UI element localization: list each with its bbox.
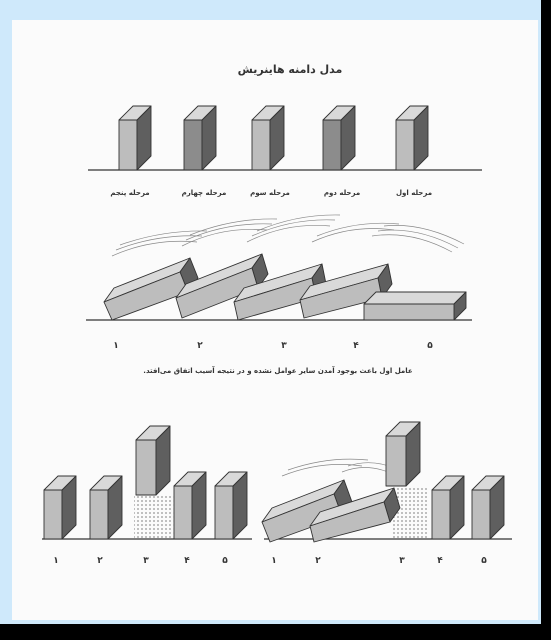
right-group-dominoes — [261, 421, 505, 543]
right-number-3: ۳ — [399, 556, 405, 566]
left-group-numbers: ۱ ۲ ۳ ۴ ۵ — [53, 556, 228, 566]
hatched-gap-left — [134, 495, 174, 539]
left-domino-5-top — [214, 471, 248, 487]
diagram-caption: عامل اول باعث بوجود آمدن سایر عوامل نشده… — [143, 366, 413, 375]
left-domino-3-lifted — [135, 425, 171, 496]
left-domino-1-front — [43, 489, 63, 540]
right-number-5: ۵ — [481, 556, 487, 566]
falling-number-2: ۴ — [353, 341, 359, 351]
right-domino-3-lifted — [385, 421, 421, 487]
right-domino-3-lifted-top — [385, 421, 421, 437]
left-domino-3-lifted-top — [135, 425, 171, 441]
standing-domino-4 — [183, 105, 217, 171]
standing-domino-1 — [395, 105, 429, 171]
left-domino-4-front — [173, 485, 193, 540]
standing-domino-4-top — [183, 105, 217, 121]
left-number-2: ۲ — [97, 556, 103, 566]
left-domino-4-top — [173, 471, 207, 487]
left-number-5: ۵ — [222, 556, 228, 566]
right-domino-4-front — [431, 489, 451, 540]
right-domino-4-top — [431, 475, 465, 491]
standing-domino-5-top — [118, 105, 152, 121]
right-domino-2-fallen-front — [309, 501, 391, 543]
falling-number-3: ۳ — [281, 341, 287, 351]
falling-domino-1-top — [363, 291, 467, 305]
standing-domino-1-top — [395, 105, 429, 121]
falling-domino-5 — [103, 257, 199, 321]
left-number-1: ۱ — [53, 556, 59, 566]
standing-domino-3-top — [251, 105, 285, 121]
standing-domino-4-front — [183, 119, 203, 171]
right-number-4: ۴ — [437, 556, 443, 566]
right-domino-4 — [431, 475, 465, 540]
right-number-1: ۱ — [271, 556, 277, 566]
right-domino-2-fallen — [309, 487, 401, 543]
falling-number-4: ۲ — [197, 341, 203, 351]
left-number-3: ۳ — [143, 556, 149, 566]
left-domino-3-lifted-front — [135, 439, 157, 496]
standing-domino-2 — [322, 105, 356, 171]
standing-dominoes — [118, 105, 429, 171]
right-group-numbers: ۱ ۲ ۳ ۴ ۵ — [271, 556, 487, 566]
right-domino-5-top — [471, 475, 505, 491]
falling-number-5: ۱ — [113, 341, 119, 351]
right-number-2: ۲ — [315, 556, 321, 566]
diagram-title: مدل دامنه هاینریش — [238, 63, 343, 76]
stage-label-5: مرحله پنجم — [110, 189, 149, 197]
falling-domino-1 — [363, 291, 467, 321]
standing-domino-5-front — [118, 119, 138, 171]
right-domino-5 — [471, 475, 505, 540]
stage-label-1: مرحله اول — [396, 189, 432, 197]
hatched-gap-right — [392, 486, 428, 539]
left-domino-2-front — [89, 489, 109, 540]
left-domino-4 — [173, 471, 207, 540]
left-group-dominoes — [43, 425, 248, 540]
right-domino-3-lifted-front — [385, 435, 407, 487]
domino-diagram: مدل دامنه هاینریش مرحله اول مرحله دوم مر… — [42, 63, 512, 566]
falling-numbers: ۵ ۴ ۳ ۲ ۱ — [113, 341, 433, 351]
left-domino-2 — [89, 475, 123, 540]
falling-domino-2 — [299, 263, 393, 319]
right-domino-5-front — [471, 489, 491, 540]
left-domino-1-top — [43, 475, 77, 491]
stage-label-3: مرحله سوم — [250, 189, 290, 197]
stage-label-2: مرحله دوم — [324, 189, 360, 197]
falling-domino-4 — [175, 253, 269, 319]
stage-labels: مرحله اول مرحله دوم مرحله سوم مرحله چهار… — [110, 189, 432, 197]
left-domino-5-front — [214, 485, 234, 540]
scanned-paper: مدل دامنه هاینریش مرحله اول مرحله دوم مر… — [12, 20, 538, 620]
falling-domino-1-front — [363, 303, 455, 321]
motion-lines — [111, 214, 465, 257]
left-domino-2-top — [89, 475, 123, 491]
stage-label-4: مرحله چهارم — [182, 189, 227, 197]
left-domino-1 — [43, 475, 77, 540]
standing-domino-2-front — [322, 119, 342, 171]
standing-domino-3-front — [251, 119, 271, 171]
standing-domino-1-front — [395, 119, 415, 171]
falling-dominoes — [103, 253, 467, 321]
standing-domino-5 — [118, 105, 152, 171]
standing-domino-2-top — [322, 105, 356, 121]
falling-number-1: ۵ — [427, 341, 433, 351]
left-number-4: ۴ — [184, 556, 190, 566]
left-domino-5 — [214, 471, 248, 540]
standing-domino-3 — [251, 105, 285, 171]
